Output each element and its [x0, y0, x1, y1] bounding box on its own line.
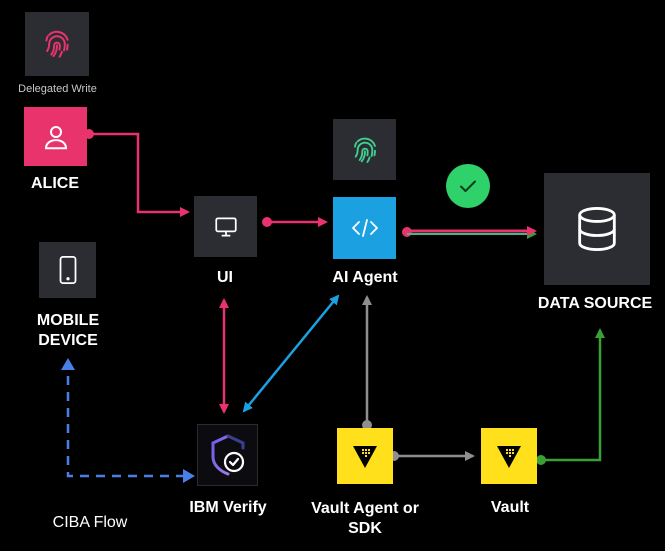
- code-icon: [351, 219, 378, 237]
- fingerprint-icon: [45, 30, 69, 58]
- monitor-icon: [214, 216, 237, 237]
- vaultagent-to-agent-arrow: [362, 295, 372, 430]
- vault-logo-icon: [353, 446, 377, 468]
- ui-label: UI: [217, 269, 233, 286]
- vault-box: [481, 428, 537, 484]
- phone-icon: [59, 256, 76, 284]
- mobile-device-box: [39, 242, 96, 298]
- database-icon: [578, 207, 616, 251]
- vault-to-datasource-arrow: [536, 328, 605, 465]
- ui-to-agent-arrow: [262, 217, 328, 227]
- vault-agent-label: Vault Agent or SDK: [311, 500, 419, 537]
- data-source-label: DATA SOURCE: [537, 295, 653, 312]
- alice-to-ui-arrow: [84, 129, 190, 217]
- ibm-verify-box: [197, 424, 258, 486]
- vault-logo-icon: [497, 446, 521, 468]
- ai-agent-box: [333, 197, 396, 259]
- delegated-write-box: [25, 12, 89, 76]
- vaultagent-to-vault-arrow: [389, 451, 475, 461]
- mobile-device-label: MOBILE DEVICE: [36, 312, 100, 349]
- ibm-verify-label: IBM Verify: [189, 499, 267, 516]
- check-icon: [460, 180, 476, 192]
- alice-label: ALICE: [31, 175, 79, 192]
- shield-check-icon: [211, 434, 244, 476]
- delegated-write-label: Delegated Write: [18, 83, 97, 95]
- data-source-box: [544, 173, 650, 285]
- vault-label: Vault: [490, 499, 530, 516]
- alice-box: [24, 107, 87, 166]
- ai-agent-label: AI Agent: [332, 269, 398, 286]
- vault-agent-box: [337, 428, 393, 484]
- agent-verify-arrow: [242, 294, 340, 413]
- ciba-flow-label: CIBA Flow: [52, 514, 128, 531]
- success-check-badge: [446, 164, 490, 208]
- fingerprint-icon: [353, 137, 376, 163]
- agent-to-datasource-arrow: [402, 226, 537, 239]
- user-icon: [44, 125, 67, 149]
- ui-box: [194, 196, 257, 257]
- ciba-flow-arrow: [61, 358, 195, 483]
- agent-fingerprint-box: [333, 119, 396, 180]
